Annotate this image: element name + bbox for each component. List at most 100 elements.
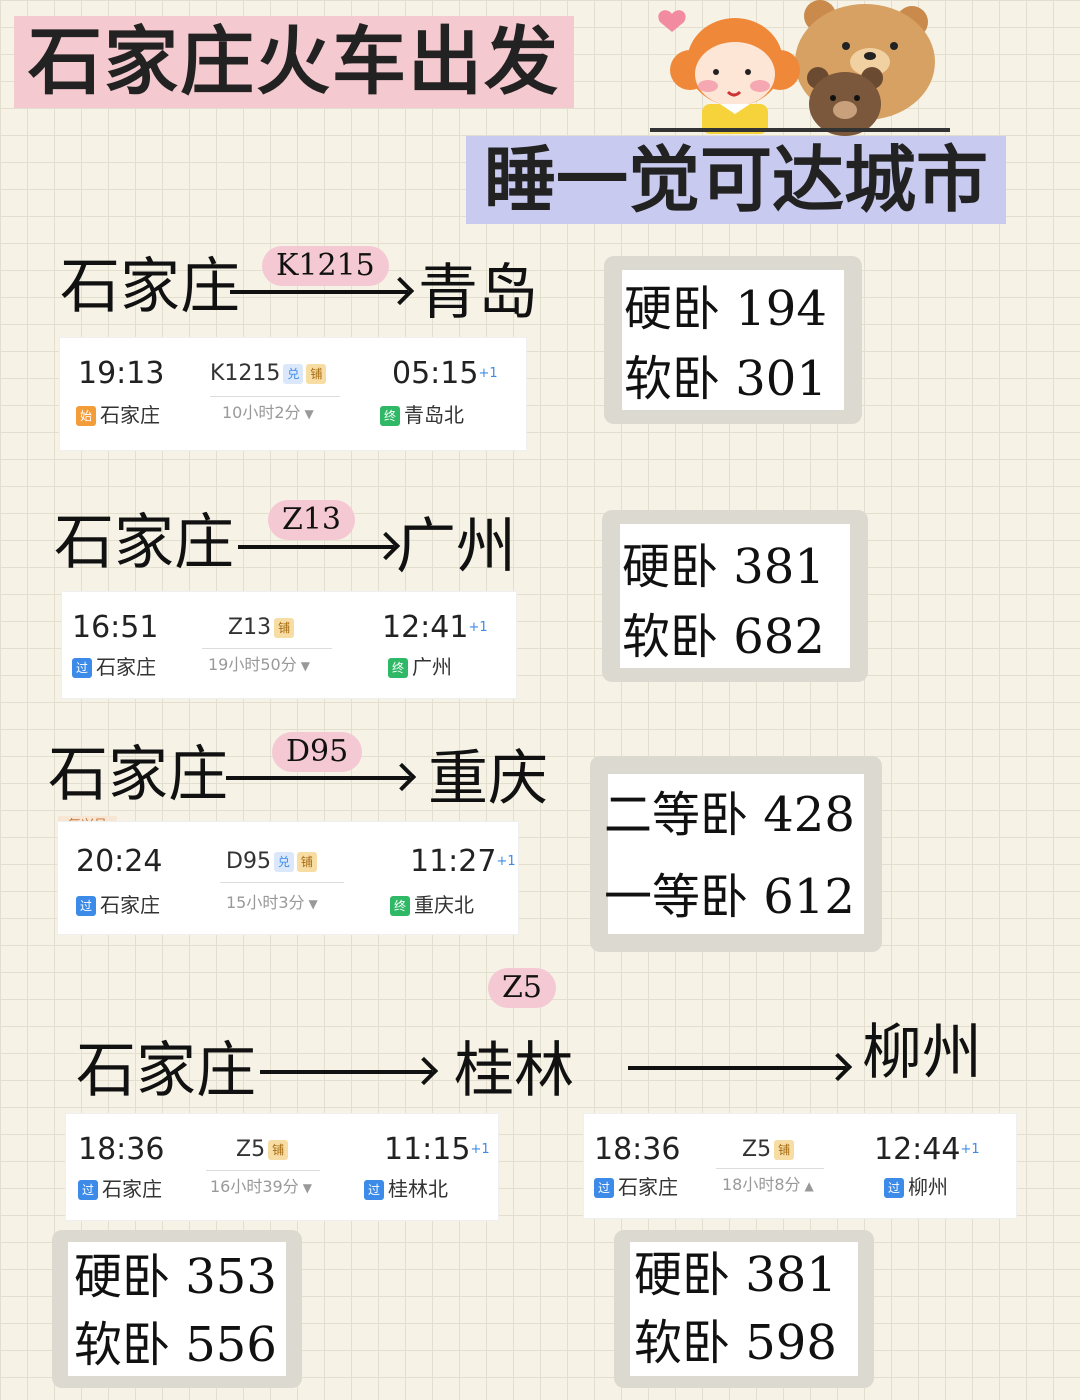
next-day-mark: +1	[478, 366, 498, 381]
departure-station: 始石家庄	[76, 402, 160, 428]
pass-badge: 过	[594, 1178, 614, 1198]
exchange-tag: 兑	[273, 852, 294, 872]
arrival-time: 12:44+1	[874, 1132, 980, 1168]
trip-duration[interactable]: 18小时8分▲	[722, 1174, 814, 1197]
departure-station-name: 石家庄	[102, 1177, 162, 1201]
route-4-arrow-1	[260, 1070, 432, 1074]
price-box-1: 硬卧 194 软卧 301	[604, 256, 862, 424]
price-soft-sleeper: 软卧 301	[624, 351, 827, 407]
price-hard-sleeper: 硬卧 194	[624, 281, 827, 337]
price-hard-sleeper: 硬卧 381	[634, 1247, 837, 1303]
next-day-mark: +1	[496, 854, 516, 869]
price-box-2: 硬卧 381 软卧 682	[602, 510, 868, 682]
origin-badge: 始	[76, 406, 96, 426]
duration-text: 18小时8分	[722, 1175, 801, 1194]
bear-illustration	[795, 0, 935, 136]
duration-divider	[716, 1168, 824, 1169]
arrival-station: 终青岛北	[380, 402, 464, 428]
departure-station: 过石家庄	[76, 892, 160, 918]
caret-up-icon: ▲	[804, 1179, 814, 1193]
route-3-from: 石家庄	[48, 740, 228, 810]
train-number: Z5	[236, 1137, 266, 1162]
duration-text: 19小时50分	[208, 655, 297, 674]
route-1-train-tag: K1215	[262, 246, 389, 286]
arrival-station: 终广州	[388, 654, 452, 680]
berth-tag: 铺	[268, 1140, 289, 1160]
caret-down-icon: ▼	[304, 407, 314, 421]
train-number: Z5	[742, 1137, 772, 1162]
departure-station: 过石家庄	[72, 654, 156, 680]
next-day-mark: +1	[470, 1142, 490, 1157]
price-box-3: 二等卧 428 一等卧 612	[590, 756, 882, 952]
arrival-station: 终重庆北	[390, 892, 474, 918]
berth-tag: 铺	[274, 618, 295, 638]
next-day-mark: +1	[468, 620, 488, 635]
arrival-station-name: 重庆北	[414, 893, 474, 917]
duration-divider	[220, 882, 344, 883]
arrival-time-value: 11:15	[384, 1132, 471, 1167]
exchange-tag: 兑	[283, 364, 304, 384]
arrival-station: 过桂林北	[364, 1176, 448, 1202]
arrival-station-name: 柳州	[908, 1175, 948, 1199]
arrival-station-name: 青岛北	[404, 403, 464, 427]
route-4-from: 石家庄	[76, 1036, 256, 1106]
route-1-from: 石家庄	[60, 252, 240, 322]
price-second-class-sleeper: 二等卧 428	[604, 787, 855, 843]
arrival-station-name: 桂林北	[388, 1177, 448, 1201]
duration-divider	[202, 648, 332, 649]
pass-badge: 过	[884, 1178, 904, 1198]
route-1-arrow	[230, 290, 408, 294]
arrival-time: 11:27+1	[410, 844, 516, 880]
departure-time: 20:24	[76, 844, 163, 879]
arrival-time-value: 11:27	[410, 844, 497, 879]
berth-tag: 铺	[774, 1140, 795, 1160]
page-title: 石家庄火车出发	[14, 16, 574, 108]
arrival-time: 11:15+1	[384, 1132, 490, 1168]
departure-station: 过石家庄	[594, 1174, 678, 1200]
departure-station-name: 石家庄	[100, 403, 160, 427]
next-day-mark: +1	[960, 1142, 980, 1157]
route-4-to: 柳州	[862, 1018, 982, 1088]
route-2-arrow	[238, 545, 394, 549]
train-number: Z13	[228, 615, 272, 640]
page-subtitle: 睡一觉可达城市	[466, 136, 1007, 224]
arrival-time: 12:41+1	[382, 610, 488, 646]
route-4-via: 桂林	[454, 1036, 574, 1106]
caret-down-icon: ▼	[308, 897, 318, 911]
train-number: D95	[226, 849, 271, 874]
price-soft-sleeper: 软卧 556	[74, 1317, 277, 1373]
pass-badge: 过	[76, 896, 96, 916]
arrival-time-value: 12:41	[382, 610, 469, 645]
arrival-time-value: 05:15	[392, 356, 479, 391]
trip-duration[interactable]: 15小时3分▼	[226, 892, 318, 915]
terminal-badge: 终	[390, 896, 410, 916]
pass-badge: 过	[364, 1180, 384, 1200]
route-3-train-tag: D95	[272, 732, 363, 772]
terminal-badge: 终	[388, 658, 408, 678]
heart-icon	[658, 10, 686, 32]
pass-badge: 过	[72, 658, 92, 678]
duration-divider	[210, 396, 340, 397]
duration-divider	[206, 1170, 320, 1171]
duration-text: 15小时3分	[226, 893, 305, 912]
route-3-arrow	[226, 776, 410, 780]
arrival-station: 过柳州	[884, 1174, 948, 1200]
route-1-to: 青岛	[418, 258, 538, 328]
arrival-time-value: 12:44	[874, 1132, 961, 1167]
departure-time: 18:36	[78, 1132, 165, 1167]
price-soft-sleeper: 软卧 682	[622, 609, 825, 665]
trip-duration[interactable]: 19小时50分▼	[208, 654, 310, 677]
trip-duration[interactable]: 10小时2分▼	[222, 402, 314, 425]
arrival-time: 05:15+1	[392, 356, 498, 392]
cartoon-illustration	[650, 0, 950, 136]
trip-duration[interactable]: 16小时39分▼	[210, 1176, 312, 1199]
price-hard-sleeper: 硬卧 381	[622, 539, 825, 595]
girl-illustration	[670, 18, 800, 134]
